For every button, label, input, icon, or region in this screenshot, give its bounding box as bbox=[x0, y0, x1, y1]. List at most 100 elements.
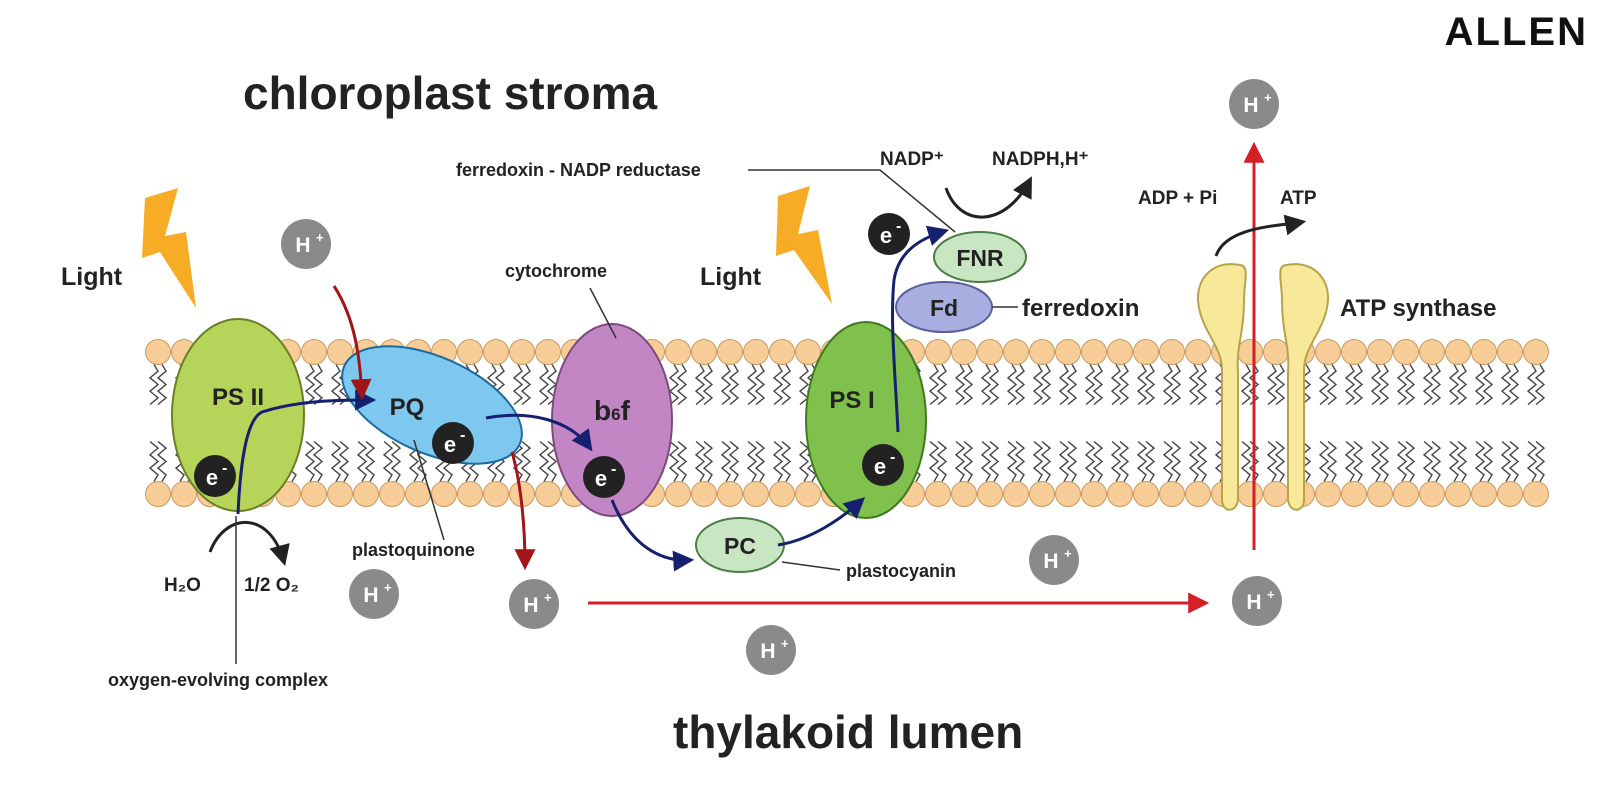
lipid-head bbox=[691, 339, 717, 365]
lipid-head bbox=[457, 481, 483, 507]
electron-label: e bbox=[595, 466, 607, 491]
electron-icon: e- bbox=[194, 455, 236, 497]
proton-charge: + bbox=[384, 580, 392, 595]
electron-icon: e- bbox=[432, 422, 474, 464]
lipid-head bbox=[327, 481, 353, 507]
lipid-tail bbox=[1110, 364, 1122, 406]
lipid-tail bbox=[1534, 364, 1546, 406]
lipid-head bbox=[665, 481, 691, 507]
lipid-head bbox=[1419, 481, 1445, 507]
lipid-tail bbox=[1396, 364, 1408, 406]
lipid-head bbox=[483, 339, 509, 365]
lipid-tail bbox=[668, 364, 680, 406]
electron-charge: - bbox=[890, 449, 895, 466]
oxygen-label: 1/2 O₂ bbox=[244, 575, 299, 596]
photosystem-i: PS I bbox=[805, 321, 927, 519]
lipid-tail bbox=[694, 440, 706, 482]
lipid-tail bbox=[1300, 364, 1312, 406]
lipid-tail bbox=[1456, 440, 1468, 482]
lipid-head bbox=[1159, 339, 1185, 365]
electron-label: e bbox=[444, 432, 456, 457]
lipid-head bbox=[1315, 339, 1341, 365]
proton-icon: H+ bbox=[746, 625, 796, 675]
cytochrome-annotation: cytochrome bbox=[505, 261, 607, 281]
proton-icon: H+ bbox=[281, 219, 331, 269]
atp-synthase-annotation: ATP synthase bbox=[1340, 295, 1497, 322]
proton-icon: H+ bbox=[509, 579, 559, 629]
lipid-tail bbox=[702, 440, 714, 482]
lipid-tail bbox=[148, 440, 160, 482]
lipid-head bbox=[1445, 481, 1471, 507]
proton-charge: + bbox=[781, 636, 789, 651]
lipid-tail bbox=[312, 440, 324, 482]
lipid-tail bbox=[1014, 364, 1026, 406]
lipid-head bbox=[301, 339, 327, 365]
lipid-tail bbox=[1040, 364, 1052, 406]
lipid-tail bbox=[676, 364, 688, 406]
atp-synthase bbox=[1196, 263, 1330, 511]
lipid-head bbox=[1419, 339, 1445, 365]
lipid-tail bbox=[1300, 440, 1312, 482]
lipid-tail bbox=[928, 364, 940, 406]
lipid-tail bbox=[1188, 364, 1200, 406]
lipid-head bbox=[951, 481, 977, 507]
lipid-tail bbox=[1136, 364, 1148, 406]
lipid-head bbox=[1341, 481, 1367, 507]
leader-line bbox=[781, 561, 841, 571]
ferredoxin-nadp-reductase: FNR bbox=[933, 231, 1027, 283]
lipid-tail bbox=[1058, 364, 1070, 406]
proton-icon: H+ bbox=[1232, 576, 1282, 626]
lipid-tail bbox=[1378, 440, 1390, 482]
light-label-ps1: Light bbox=[700, 263, 762, 291]
lipid-head bbox=[925, 481, 951, 507]
fnr-label: FNR bbox=[956, 245, 1004, 271]
lipid-tail bbox=[772, 364, 784, 406]
lipid-tail bbox=[330, 440, 342, 482]
lipid-head bbox=[1107, 339, 1133, 365]
ferredoxin: Fd bbox=[895, 281, 993, 333]
lipid-tail bbox=[1084, 440, 1096, 482]
lipid-tail bbox=[702, 364, 714, 406]
lipid-tail bbox=[1032, 364, 1044, 406]
lipid-tail bbox=[746, 440, 758, 482]
lipid-head bbox=[171, 481, 197, 507]
proton-charge: + bbox=[544, 590, 552, 605]
lipid-tail bbox=[1032, 440, 1044, 482]
lipid-tail bbox=[1534, 440, 1546, 482]
lipid-tail bbox=[1482, 440, 1494, 482]
lipid-head bbox=[1497, 481, 1523, 507]
lipid-tail bbox=[1404, 364, 1416, 406]
lipid-tail bbox=[1448, 440, 1460, 482]
lipid-tail bbox=[1430, 440, 1442, 482]
proton-label: H bbox=[760, 640, 775, 663]
lipid-tail bbox=[954, 364, 966, 406]
proton-charge: + bbox=[1064, 546, 1072, 561]
lipid-head bbox=[1315, 481, 1341, 507]
lipid-tail bbox=[936, 440, 948, 482]
lipid-tail bbox=[390, 440, 402, 482]
lipid-head bbox=[1081, 481, 1107, 507]
lipid-tail bbox=[1500, 364, 1512, 406]
lipid-tail bbox=[1344, 364, 1356, 406]
lipid-tail bbox=[694, 364, 706, 406]
lipid-tail bbox=[1118, 364, 1130, 406]
pq-label: PQ bbox=[390, 394, 425, 421]
lipid-tail bbox=[1526, 364, 1538, 406]
lipid-tail bbox=[1474, 440, 1486, 482]
lipid-head bbox=[1523, 481, 1549, 507]
lipid-head bbox=[1185, 339, 1211, 365]
lipid-tail bbox=[1040, 440, 1052, 482]
lipid-head bbox=[379, 481, 405, 507]
lipid-tail bbox=[720, 440, 732, 482]
water-label: H₂O bbox=[164, 575, 201, 596]
lipid-tail bbox=[1248, 440, 1260, 482]
lipid-tail bbox=[330, 364, 342, 406]
lipid-head bbox=[665, 339, 691, 365]
lipid-tail bbox=[1326, 364, 1338, 406]
proton-label: H bbox=[295, 234, 310, 257]
lipid-head bbox=[1263, 481, 1289, 507]
ps1-label: PS I bbox=[829, 387, 874, 414]
lipid-head bbox=[1393, 481, 1419, 507]
lipid-tail bbox=[1508, 440, 1520, 482]
electron-icon: e- bbox=[868, 213, 910, 255]
